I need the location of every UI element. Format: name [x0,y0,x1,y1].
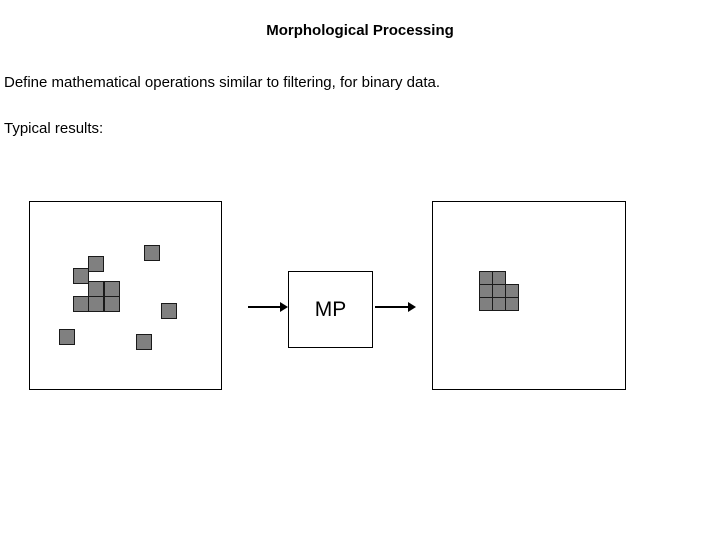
arrow-shaft [375,306,409,308]
arrow-input-to-process [248,302,288,313]
binary-pixel-cell [161,303,177,319]
binary-pixel-cell [59,329,75,345]
binary-pixel-cell [479,271,493,285]
binary-pixel-cell [492,284,506,298]
arrow-process-to-output [375,302,417,313]
binary-pixel-cell [479,284,493,298]
process-block-label: MP [314,298,347,321]
arrow-shaft [248,306,281,308]
binary-pixel-cell [505,284,519,298]
input-image-panel [29,201,222,390]
arrow-head-icon [280,302,288,312]
binary-pixel-cell [136,334,152,350]
page-title: Morphological Processing [266,22,454,39]
binary-pixel-cell [88,281,104,297]
arrow-head-icon [408,302,416,312]
binary-pixel-cell [88,256,104,272]
binary-pixel-cell [492,271,506,285]
binary-pixel-cell [73,268,89,284]
binary-pixel-cell [73,296,89,312]
binary-pixel-cell [104,281,120,297]
binary-pixel-cell [479,297,493,311]
morphological-processing-block: MP [288,271,373,348]
binary-pixel-cell [144,245,160,261]
binary-pixel-cell [505,297,519,311]
body-text-line-1: Define mathematical operations similar t… [4,74,441,91]
binary-pixel-cell [104,296,120,312]
output-image-panel [432,201,626,390]
body-text-line-2: Typical results: [4,120,104,137]
binary-pixel-cell [88,296,104,312]
binary-pixel-cell [492,297,506,311]
